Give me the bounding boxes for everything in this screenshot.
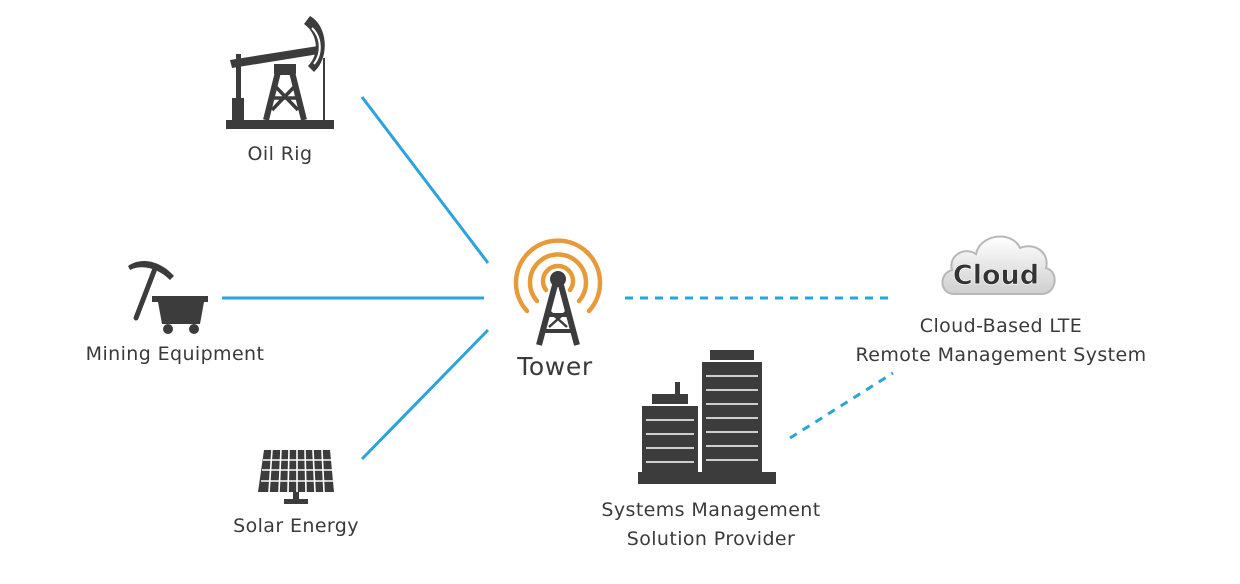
provider-label: Systems Management Solution Provider (570, 496, 852, 554)
link-solar-tower (360, 328, 490, 461)
provider-label-line1: Systems Management (601, 499, 821, 521)
buildings-icon (638, 350, 776, 484)
solar-label: Solar Energy (233, 515, 359, 537)
cloud-label-line1: Cloud-Based LTE (919, 315, 1083, 337)
provider-label-line2: Solution Provider (626, 528, 796, 550)
oil-rig-icon (226, 16, 334, 129)
link-oil-rig-tower (360, 96, 490, 264)
cloud-label-line2: Remote Management System (855, 344, 1147, 366)
tower-icon (513, 238, 603, 346)
mining-label: Mining Equipment (85, 343, 265, 365)
cloud-icon-text: Cloud (953, 260, 1039, 291)
tower-label: Tower (517, 352, 593, 381)
link-provider-cloud (789, 371, 894, 440)
cloud-icon: Cloud (941, 235, 1056, 295)
mining-icon (128, 260, 208, 334)
solar-panel-icon (258, 449, 334, 504)
cloud-label: Cloud-Based LTE Remote Management System (836, 312, 1166, 370)
oil-rig-label: Oil Rig (247, 143, 313, 165)
